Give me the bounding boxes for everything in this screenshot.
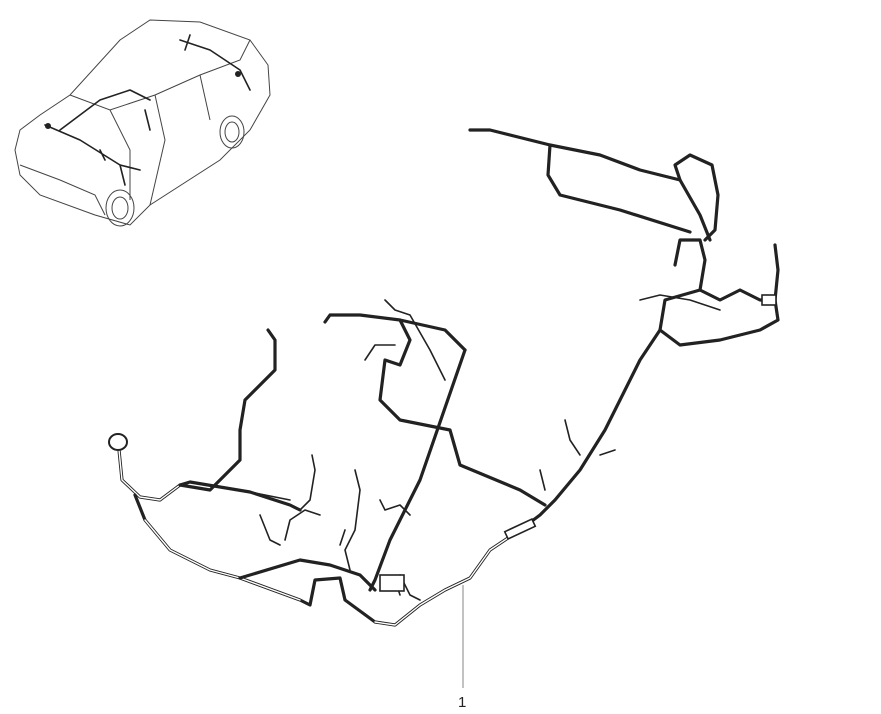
wiring-harness [108, 128, 780, 627]
car-overview-sketch [14, 19, 271, 227]
callout-label: 1 [458, 694, 467, 711]
